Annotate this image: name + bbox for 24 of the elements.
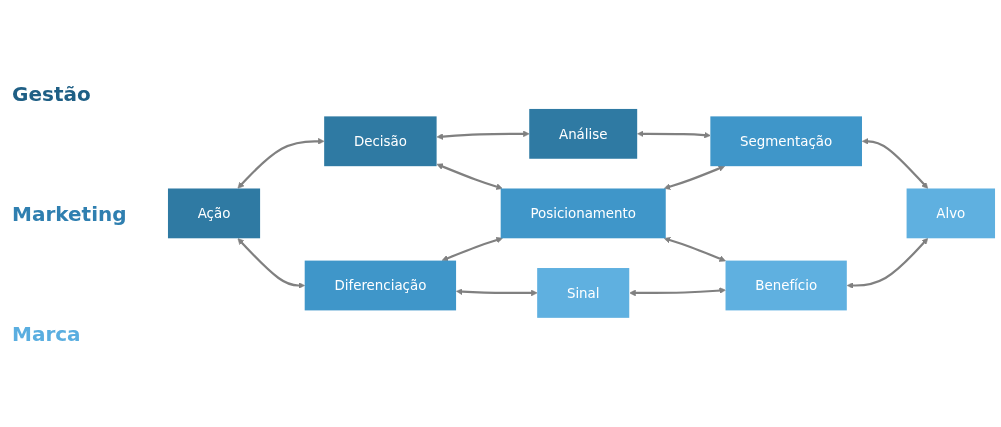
node-box: Posicionamento <box>500 188 666 239</box>
arrow <box>862 138 929 189</box>
arrow <box>846 238 929 289</box>
arrow <box>441 237 503 262</box>
row-label: Marketing <box>12 201 128 226</box>
row-label: Gestão <box>12 81 92 106</box>
arrow <box>637 130 711 139</box>
node-box: Sinal <box>537 268 630 318</box>
node-box: Ação <box>167 188 261 239</box>
node-box: Decisão <box>324 116 437 167</box>
node-box: Benefício <box>725 260 847 311</box>
row-label: Marca <box>12 321 82 346</box>
arrow <box>663 237 726 262</box>
arrow <box>237 138 325 189</box>
node-box: Diferenciação <box>304 260 457 311</box>
arrow <box>436 163 503 190</box>
node-box: Segmentação <box>710 116 862 167</box>
arrow <box>237 238 305 289</box>
arrow <box>456 288 538 297</box>
arrow <box>436 130 530 140</box>
node-box: Análise <box>529 109 638 159</box>
arrow <box>629 287 726 297</box>
arrow <box>663 165 725 190</box>
node-box: Alvo <box>906 188 996 239</box>
